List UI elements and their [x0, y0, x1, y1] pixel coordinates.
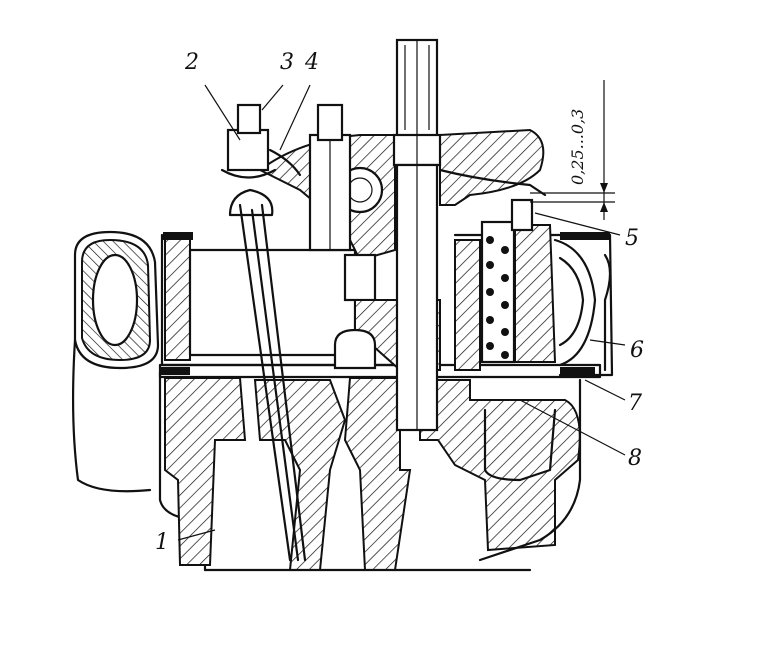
callout-label-7: 7 — [628, 391, 642, 416]
adjusting-screw — [220, 103, 302, 179]
clearance-dimension — [530, 80, 615, 220]
callout-label-2: 2 — [185, 50, 199, 75]
valve-spring — [454, 198, 597, 371]
cap-nut — [333, 328, 377, 370]
cylinder-head-body — [158, 370, 582, 572]
callout-label-4: 4 — [305, 50, 319, 75]
lifting-eye — [71, 230, 160, 493]
callout-label-3: 3 — [280, 50, 294, 75]
head-stud — [392, 38, 442, 432]
push-rod — [228, 188, 307, 562]
callout-label-5: 5 — [625, 226, 639, 251]
callout-label-8: 8 — [628, 446, 642, 471]
rocker-stud — [308, 103, 352, 252]
leader-lines — [177, 84, 626, 541]
clearance-dimension-label: 0,25...0,3 — [568, 108, 587, 185]
callout-label-1: 1 — [155, 530, 169, 555]
callout-label-6: 6 — [630, 338, 644, 363]
cover-flange — [158, 363, 602, 379]
